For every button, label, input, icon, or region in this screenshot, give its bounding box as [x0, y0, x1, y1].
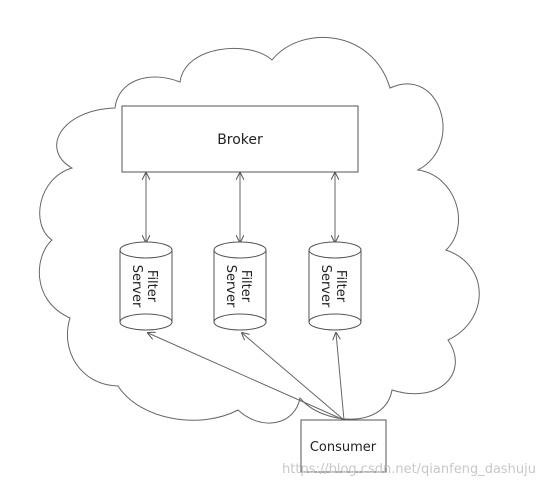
consumer-label: Consumer: [310, 440, 377, 455]
filter-server-2: Filter Server: [213, 241, 267, 331]
broker-node: Broker: [121, 105, 359, 173]
watermark-text: https://blog.csdn.net/qianfeng_dashuju: [282, 462, 536, 477]
filter-server-2-line2: Server: [223, 265, 238, 308]
filter-server-3-line1: Filter: [333, 270, 348, 303]
broker-label: Broker: [217, 132, 263, 148]
consumer-filter-arrow-2: [242, 333, 345, 421]
filter-server-1-line2: Server: [129, 265, 144, 308]
consumer-filter-arrow-1: [148, 333, 345, 421]
filter-server-1-line1: Filter: [144, 270, 159, 303]
consumer-filter-arrow-3: [336, 333, 345, 421]
consumer-node: Consumer: [300, 419, 387, 473]
cloud-shape: [38, 36, 480, 424]
filter-server-1: Filter Server: [119, 241, 173, 331]
filter-server-3: Filter Server: [308, 241, 362, 331]
filter-server-2-line1: Filter: [238, 270, 253, 303]
filter-server-3-line2: Server: [318, 265, 333, 308]
